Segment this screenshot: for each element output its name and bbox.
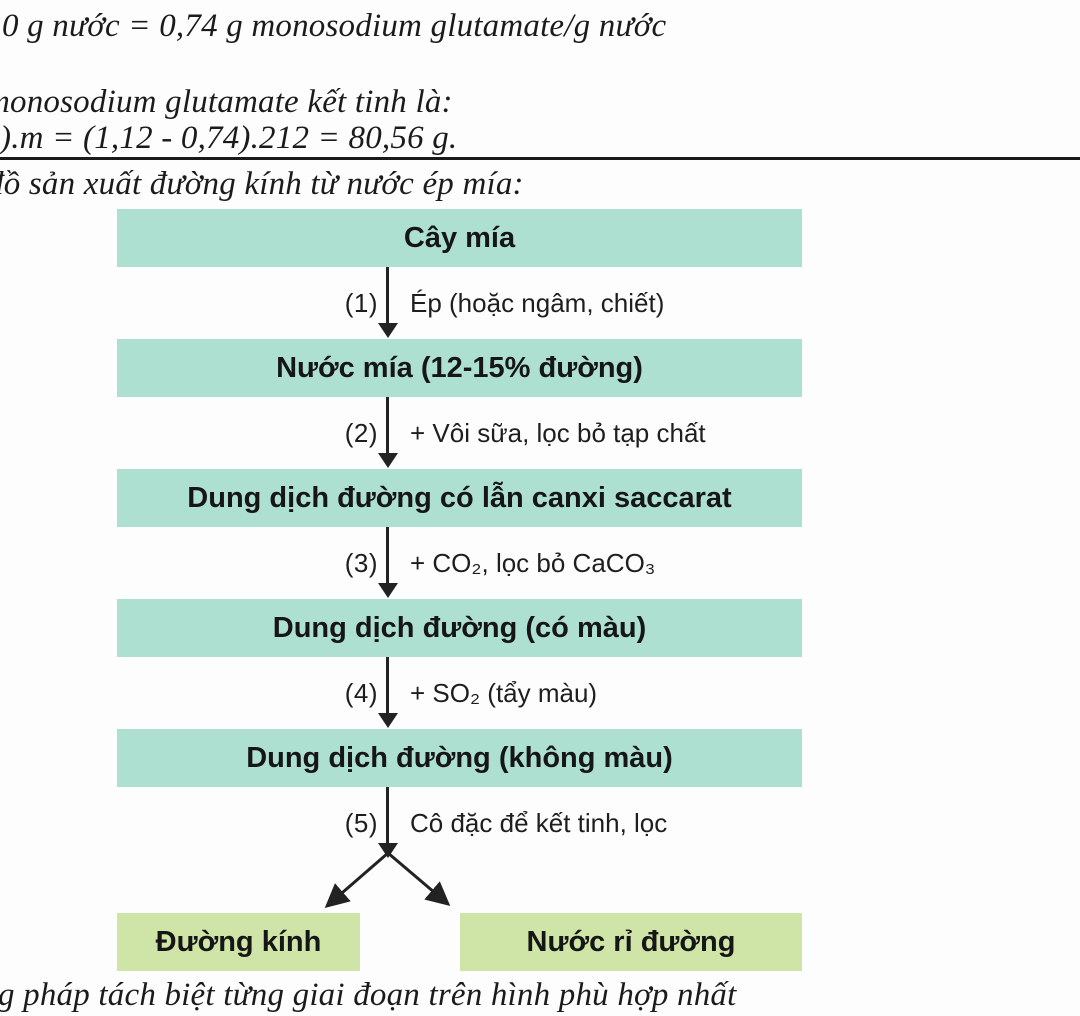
output-box-nuoc-ri-duong: Nước rỉ đường (460, 913, 802, 971)
diagram-caption: đồ sản xuất đường kính từ nước ép mía: (0, 166, 524, 202)
down-arrow-icon (386, 527, 389, 585)
down-arrow-icon (386, 267, 389, 325)
down-arrow-icon (386, 397, 389, 455)
output-box-duong-kinh: Đường kính (117, 913, 360, 971)
flow-box-co-mau: Dung dịch đường (có màu) (117, 599, 802, 657)
flow-box-nuoc-mia: Nước mía (12-15% đường) (117, 339, 802, 397)
output-box-label: Đường kính (155, 925, 322, 958)
down-arrowhead-icon (378, 583, 398, 598)
step-label: Cô đặc để kết tinh, lọc (410, 807, 668, 838)
text-line-msg-ratio: 0 g nước = 0,74 g monosodium glutamate/g… (2, 8, 667, 44)
text-line-mass-equation: ).m = (1,12 - 0,74).212 = 80,56 g. (0, 120, 458, 156)
step-label: Ép (hoặc ngâm, chiết) (410, 287, 665, 318)
output-box-label: Nước rỉ đường (526, 925, 736, 958)
flow-box-cay-mia: Cây mía (117, 209, 802, 267)
step-label: + SO₂ (tẩy màu) (410, 677, 598, 708)
step-number: (3) (344, 547, 378, 578)
flow-box-canxi-saccarat: Dung dịch đường có lẫn canxi saccarat (117, 469, 802, 527)
flow-box-label: Dung dịch đường có lẫn canxi saccarat (187, 481, 732, 514)
down-arrowhead-icon (378, 323, 398, 338)
flow-box-label: Dung dịch đường (có màu) (272, 611, 647, 644)
down-arrow-icon (386, 787, 389, 845)
step-number: (2) (344, 417, 378, 448)
down-arrow-icon (386, 657, 389, 715)
down-arrowhead-icon (378, 843, 398, 858)
step-number: (4) (344, 677, 378, 708)
flow-box-label: Cây mía (403, 221, 516, 254)
horizontal-divider (0, 157, 1080, 160)
flow-box-label: Nước mía (12-15% đường) (276, 351, 643, 384)
flow-step-3: (3) + CO₂, lọc bỏ CaCO₃ (0, 527, 1080, 599)
step-number: (1) (344, 287, 378, 318)
step-number: (5) (344, 807, 378, 838)
text-line-question: g pháp tách biệt từng giai đoạn trên hìn… (0, 977, 737, 1013)
step-label: + Vôi sữa, lọc bỏ tạp chất (410, 417, 706, 448)
split-arrow-icon (324, 851, 451, 908)
text-line-msg-crystal: monosodium glutamate kết tinh là: (0, 84, 453, 120)
flow-step-1: (1) Ép (hoặc ngâm, chiết) (0, 267, 1080, 339)
flow-box-label: Dung dịch đường (không màu) (246, 741, 673, 774)
flow-step-2: (2) + Vôi sữa, lọc bỏ tạp chất (0, 397, 1080, 469)
flow-step-5: (5) Cô đặc để kết tinh, lọc (0, 787, 1080, 859)
flow-step-4: (4) + SO₂ (tẩy màu) (0, 657, 1080, 729)
down-arrowhead-icon (378, 713, 398, 728)
down-arrowhead-icon (378, 453, 398, 468)
step-label: + CO₂, lọc bỏ CaCO₃ (410, 547, 656, 578)
flow-box-khong-mau: Dung dịch đường (không màu) (117, 729, 802, 787)
